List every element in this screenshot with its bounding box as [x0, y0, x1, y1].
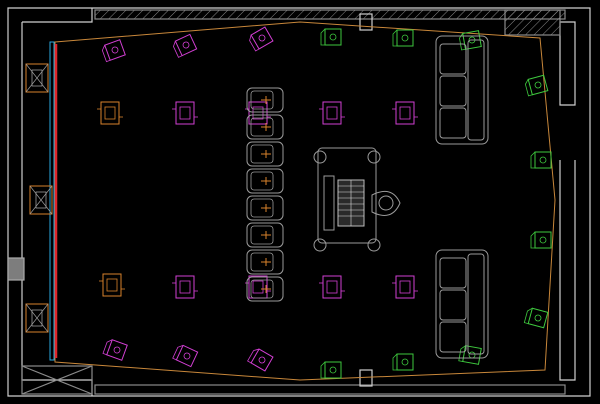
ceiling-speaker	[99, 273, 125, 297]
left-column-block	[7, 257, 25, 281]
bottom-column	[359, 369, 373, 387]
sofa-bottom	[435, 249, 489, 359]
left-speaker	[25, 63, 49, 93]
ceiling-speaker	[172, 275, 198, 299]
ceiling-speaker	[319, 101, 345, 125]
wall-speaker	[524, 74, 549, 97]
wall-speaker	[458, 345, 482, 365]
ceiling-speaker	[245, 101, 271, 125]
theater-seat	[246, 87, 284, 113]
bottom-band	[94, 384, 566, 395]
wall-speaker	[530, 151, 552, 169]
ceiling-speaker	[245, 275, 271, 299]
ceiling-speaker	[172, 101, 198, 125]
bottom-left-hatch	[21, 365, 93, 395]
wall-speaker	[523, 307, 549, 329]
wall-speaker	[320, 28, 342, 46]
ceiling-speaker	[319, 275, 345, 299]
walls	[7, 7, 591, 397]
ceiling-speakers	[97, 101, 418, 299]
ceiling-speaker	[392, 101, 418, 125]
left-speakers	[25, 63, 53, 333]
wall-speaker	[392, 29, 414, 47]
wall-speaker	[392, 353, 414, 371]
left-speaker	[25, 303, 49, 333]
wall-speaker	[320, 361, 342, 379]
wall-speaker	[247, 348, 274, 372]
inner-wall-right	[559, 21, 576, 106]
seat-row	[246, 87, 284, 302]
control-console	[313, 147, 401, 252]
top-hatch-band	[94, 9, 566, 20]
top-right-hatch-block	[504, 9, 561, 36]
inner-wall-right-lower	[559, 160, 576, 381]
theater-seat	[246, 222, 284, 248]
theater-seat	[246, 168, 284, 194]
ceiling-speaker	[392, 275, 418, 299]
theater-seat	[246, 249, 284, 275]
sofa-top	[435, 35, 489, 145]
wall-speaker	[530, 231, 552, 249]
wall-speaker	[249, 26, 274, 52]
theater-seat	[246, 114, 284, 140]
wall-speaker	[101, 39, 126, 63]
screen-wall	[49, 41, 58, 361]
inner-wall	[22, 8, 93, 23]
theater-seat	[246, 141, 284, 167]
wall-speaker	[172, 344, 199, 368]
room-outline	[54, 21, 556, 381]
theater-seat	[246, 195, 284, 221]
wall-speaker	[173, 33, 198, 58]
left-speaker	[29, 185, 53, 215]
outer-wall	[7, 7, 591, 397]
ceiling-speaker	[97, 101, 123, 125]
theater-seat	[246, 276, 284, 302]
wall-speakers	[101, 26, 552, 379]
wall-speaker	[102, 339, 128, 361]
top-column	[359, 13, 373, 31]
